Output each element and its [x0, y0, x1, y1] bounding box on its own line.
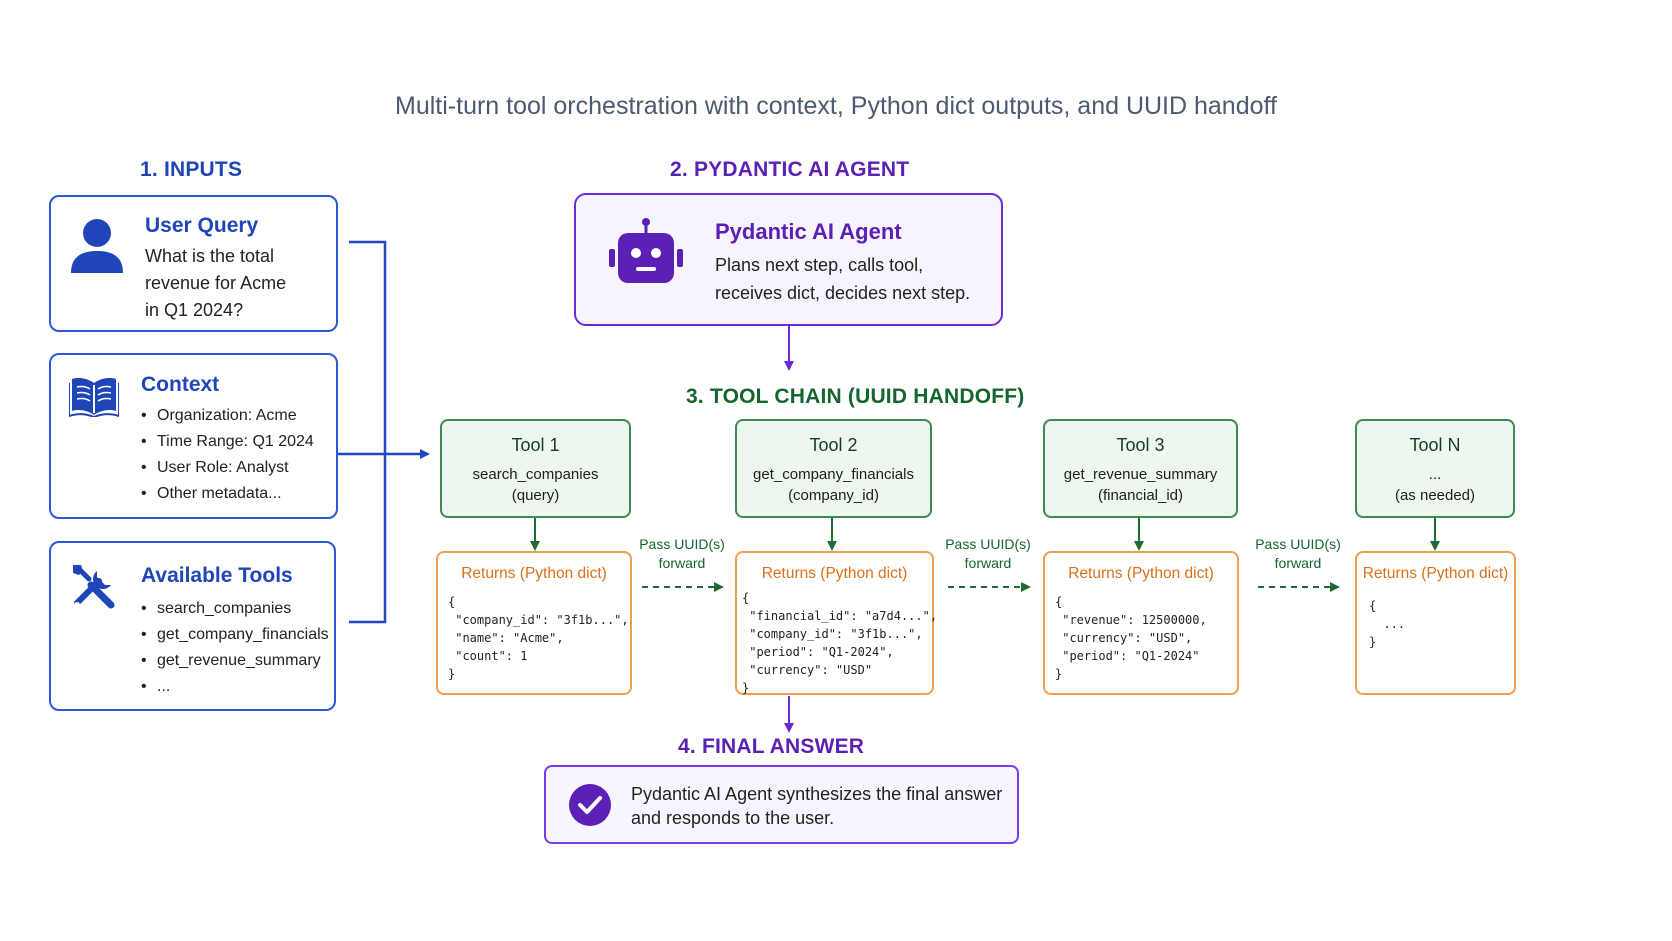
pass-label-line: forward [964, 555, 1012, 571]
tool-name: Tool 1 [511, 435, 560, 455]
pass-uuid-label-2: Pass UUID(s) forward [938, 535, 1038, 573]
final-answer-card: Pydantic AI Agent synthesizes the final … [544, 765, 1019, 844]
tool-2-card: Tool 2 get_company_financials (company_i… [735, 419, 932, 518]
returns-code: { "financial_id": "a7d4...", "company_id… [742, 591, 938, 695]
tool-n-card: Tool N ... (as needed) [1355, 419, 1515, 518]
user-query-line: revenue for Acme [145, 273, 287, 293]
tool-arg: (query) [511, 487, 560, 504]
returns-1-card: Returns (Python dict) { "company_id": "3… [436, 551, 632, 695]
returns-n-card: Returns (Python dict) { ... } [1355, 551, 1516, 695]
tool-arg: (financial_id) [1097, 487, 1184, 504]
final-answer-text: Pydantic AI Agent synthesizes the final … [631, 782, 1002, 830]
final-line: Pydantic AI Agent synthesizes the final … [631, 784, 1003, 804]
available-tools-title: Available Tools [141, 564, 293, 587]
diagram-title: Multi-turn tool orchestration with conte… [395, 92, 1277, 120]
tool-function: ... [1428, 466, 1442, 483]
available-tools-list: search_companies get_company_financials … [141, 596, 329, 700]
agent-line: receives dict, decides next step. [715, 283, 971, 303]
user-icon [71, 219, 123, 273]
returns-code: { "company_id": "3f1b...", "name": "Acme… [448, 595, 629, 681]
context-item: User Role: Analyst [141, 455, 314, 481]
tool-1-card: Tool 1 search_companies (query) [440, 419, 631, 518]
wrench-screwdriver-icon [73, 565, 115, 609]
context-item: Organization: Acme [141, 403, 314, 429]
tool-arg: (as needed) [1394, 487, 1476, 504]
agent-card: Pydantic AI Agent Plans next step, calls… [574, 193, 1003, 326]
returns-code: { ... } [1369, 599, 1406, 649]
pass-label-line: Pass UUID(s) [639, 536, 725, 552]
pass-label-line: forward [658, 555, 706, 571]
tool-arg: (company_id) [788, 487, 879, 504]
agent-line: Plans next step, calls tool, [715, 255, 924, 275]
returns-3-card: Returns (Python dict) { "revenue": 12500… [1043, 551, 1239, 695]
returns-title: Returns (Python dict) [1068, 565, 1214, 582]
tool-list-item: get_company_financials [141, 622, 329, 648]
pass-label-line: Pass UUID(s) [1255, 536, 1341, 552]
section-final-heading: 4. FINAL ANSWER [678, 735, 865, 758]
user-query-line: What is the total [145, 246, 275, 266]
returns-code: { "revenue": 12500000, "currency": "USD"… [1055, 595, 1207, 681]
context-title: Context [141, 373, 220, 396]
returns-title: Returns (Python dict) [1362, 565, 1509, 582]
tool-function: get_company_financials [753, 466, 914, 483]
user-query-line: in Q1 2024? [145, 300, 244, 320]
agent-title: Pydantic AI Agent [715, 219, 902, 244]
tool-signature: get_company_financials (company_id) [737, 464, 930, 506]
tool-3-card: Tool 3 get_revenue_summary (financial_id… [1043, 419, 1238, 518]
context-item: Other metadata... [141, 481, 314, 507]
user-query-title: User Query [145, 214, 259, 237]
pass-label-line: forward [1274, 555, 1322, 571]
agent-description: Plans next step, calls tool, receives di… [715, 251, 970, 307]
section-tool-chain-heading: 3. TOOL CHAIN (UUID HANDOFF) [686, 385, 1025, 408]
tool-function: search_companies [472, 466, 599, 483]
section-inputs-heading: 1. INPUTS [140, 158, 243, 181]
returns-title: Returns (Python dict) [461, 565, 607, 582]
tool-list-item: get_revenue_summary [141, 648, 329, 674]
returns-2-card: Returns (Python dict) { "financial_id": … [735, 551, 938, 695]
user-query-text: What is the total revenue for Acme in Q1… [145, 243, 286, 324]
section-agent-heading: 2. PYDANTIC AI AGENT [670, 158, 910, 181]
tool-signature: search_companies (query) [442, 464, 629, 506]
pass-label-line: Pass UUID(s) [945, 536, 1031, 552]
check-circle-icon [569, 784, 611, 826]
context-card: Context Organization: Acme Time Range: Q… [49, 353, 338, 519]
tool-name: Tool 2 [809, 435, 858, 455]
tool-list-item: ... [141, 674, 329, 700]
returns-title: Returns (Python dict) [761, 565, 908, 582]
context-list: Organization: Acme Time Range: Q1 2024 U… [141, 403, 314, 507]
tool-name: Tool N [1409, 435, 1461, 455]
robot-icon [609, 218, 683, 283]
final-line: and responds to the user. [631, 808, 835, 828]
tool-signature: ... (as needed) [1357, 464, 1513, 506]
book-icon [69, 378, 119, 417]
pass-uuid-label-1: Pass UUID(s) forward [632, 535, 732, 573]
available-tools-card: Available Tools search_companies get_com… [49, 541, 336, 711]
tool-list-item: search_companies [141, 596, 329, 622]
context-item: Time Range: Q1 2024 [141, 429, 314, 455]
tool-name: Tool 3 [1116, 435, 1165, 455]
tool-function: get_revenue_summary [1063, 466, 1218, 483]
pass-uuid-label-3: Pass UUID(s) forward [1248, 535, 1348, 573]
inputs-bracket [349, 240, 387, 624]
user-query-card: User Query What is the total revenue for… [49, 195, 338, 332]
tool-signature: get_revenue_summary (financial_id) [1045, 464, 1236, 506]
